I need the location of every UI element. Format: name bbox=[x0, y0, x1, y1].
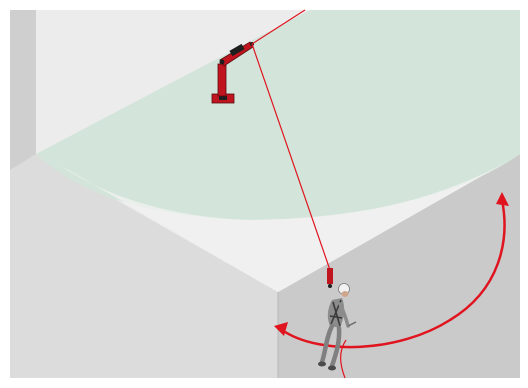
worker-boot-left bbox=[318, 362, 326, 367]
worker-boot-right bbox=[328, 366, 336, 371]
lanyard-connector bbox=[327, 268, 333, 284]
worker-face bbox=[342, 291, 349, 297]
anchor-mast bbox=[218, 64, 226, 96]
left-wall-shadow bbox=[10, 10, 36, 170]
anchor-pivot bbox=[220, 60, 225, 65]
lanyard-snap bbox=[328, 284, 332, 288]
anchor-base-bolt bbox=[219, 96, 227, 100]
